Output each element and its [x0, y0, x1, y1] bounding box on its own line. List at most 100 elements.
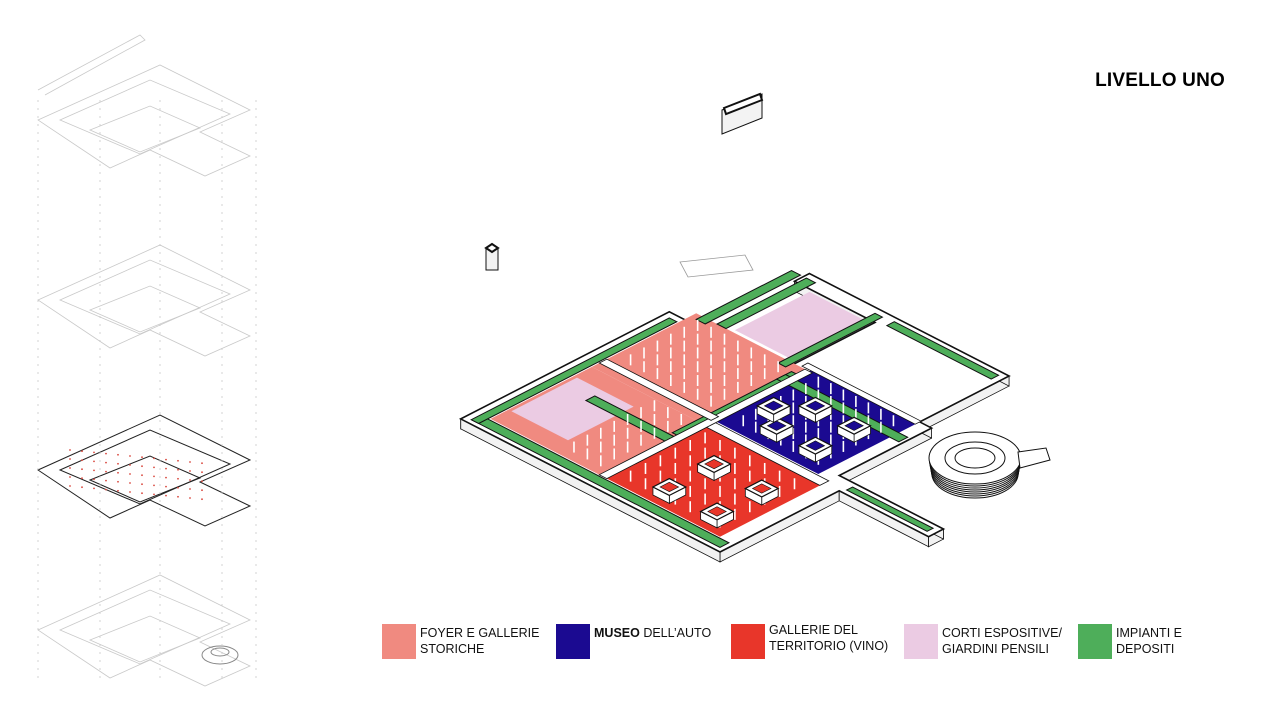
display-box-gallerie — [659, 481, 680, 493]
legend-label-gallerie: GALLERIE DEL — [769, 623, 858, 637]
exploded-column-dot — [177, 486, 179, 489]
legend-item-impianti: IMPIANTI E DEPOSITI — [1078, 624, 1182, 659]
exploded-column-dot — [105, 470, 107, 473]
exploded-column-dot — [81, 459, 83, 462]
level-one-axonometric-plan — [458, 92, 1051, 563]
exploded-column-dot — [129, 482, 131, 484]
zone-corte-est — [734, 291, 866, 360]
legend-item-museo: MUSEO DELL’AUTO — [556, 624, 711, 659]
legend-label-gallerie-line2: TERRITORIO (VINO) — [769, 639, 889, 653]
exploded-column-dot — [105, 461, 107, 464]
spiral-ramp — [928, 431, 1051, 499]
exploded-column-dot — [165, 458, 167, 461]
display-box-gallerie — [704, 458, 724, 470]
exploded-canopy — [37, 34, 146, 96]
legend-label-impianti: IMPIANTI E — [1116, 626, 1182, 640]
spiral-core — [954, 447, 996, 469]
exploded-column-dot — [141, 465, 143, 468]
exploded-level-roof — [37, 64, 251, 177]
exploded-column-dot — [201, 480, 203, 483]
exploded-column-dot — [201, 498, 203, 501]
exploded-column-dot — [117, 489, 119, 492]
display-box-museo — [844, 420, 864, 431]
exploded-column-dot — [69, 476, 71, 478]
exploded-spiral — [210, 647, 230, 657]
legend-label-corti-line2: GIARDINI PENSILI — [942, 642, 1049, 656]
exploded-column-dot — [153, 493, 155, 496]
legend-swatch-gallerie — [731, 624, 765, 659]
exploded-column-dot — [153, 466, 155, 469]
exploded-column-dot — [177, 477, 179, 480]
exploded-column-dot — [81, 468, 83, 471]
floating-plate — [679, 254, 754, 278]
exploded-column-dot — [81, 486, 83, 489]
exploded-column-dot — [177, 468, 179, 471]
exploded-column-dot — [93, 487, 95, 490]
exploded-level-one — [36, 414, 252, 527]
exploded-column-dot — [129, 464, 131, 466]
legend-label-foyer-line2: STORICHE — [420, 642, 485, 656]
display-box-gallerie — [707, 506, 727, 517]
inner-wall — [598, 358, 720, 421]
legend-swatch-museo — [556, 624, 590, 659]
legend-label-corti: CORTI ESPOSITIVE/ — [942, 626, 1062, 640]
legend-item-foyer: FOYER E GALLERIE STORICHE — [382, 624, 539, 659]
exploded-court — [88, 285, 202, 333]
impianti-strip — [845, 486, 935, 532]
exploded-column-dot — [81, 477, 83, 480]
exploded-column-dot — [93, 469, 95, 472]
zone-gallerie-vino — [603, 425, 822, 537]
impianti-strip — [470, 317, 678, 425]
exploded-column-dot — [153, 484, 155, 487]
exploded-column-dot — [141, 456, 143, 459]
impianti-strip — [885, 321, 1000, 380]
exploded-column-dot — [165, 494, 167, 497]
exploded-column-dot — [117, 453, 119, 456]
exploded-slab — [36, 414, 252, 527]
legend-label-foyer: FOYER E GALLERIE — [420, 626, 540, 640]
exploded-column-dot — [129, 455, 131, 457]
exploded-column-dot — [141, 474, 143, 477]
exploded-spiral — [201, 645, 239, 665]
exploded-column-dot — [201, 462, 203, 465]
exploded-column-dot — [117, 471, 119, 474]
exploded-column-dot — [189, 470, 191, 472]
exploded-column-dot — [189, 461, 191, 463]
display-box-museo — [805, 400, 826, 411]
exploded-court — [88, 455, 202, 503]
level-title: LIVELLO UNO — [1095, 70, 1225, 91]
exploded-inner — [58, 589, 232, 665]
exploded-column-dot — [117, 462, 119, 465]
exploded-column-dot — [153, 457, 155, 460]
exploded-column-dot — [201, 489, 203, 492]
exploded-column-dot — [189, 497, 191, 499]
exploded-slab — [37, 64, 251, 177]
spiral-arm — [1017, 447, 1051, 469]
exploded-axonometric-stack — [36, 34, 257, 687]
impianti-strip — [777, 312, 884, 368]
impianti-strip — [715, 277, 817, 330]
exploded-column-dot — [105, 452, 107, 455]
stair-core-top — [484, 242, 500, 254]
exploded-column-dot — [141, 483, 143, 486]
exploded-column-dot — [165, 476, 167, 479]
exploded-column-dot — [177, 495, 179, 498]
exploded-column-dot — [129, 491, 131, 493]
exploded-column-dot — [153, 475, 155, 478]
legend-label-impianti-line2: DEPOSITI — [1116, 642, 1175, 656]
display-box-gallerie — [751, 483, 772, 494]
exploded-column-dot — [117, 480, 119, 483]
legend-swatch-impianti — [1078, 624, 1112, 659]
display-box-museo — [805, 440, 826, 451]
exploded-column-dot — [93, 460, 95, 463]
exploded-column-dot — [165, 485, 167, 488]
exploded-column-dot — [189, 479, 191, 481]
exploded-column-dot — [69, 449, 71, 451]
legend-item-gallerie: GALLERIE DEL TERRITORIO (VINO) — [731, 623, 889, 659]
exploded-column-dot — [141, 492, 143, 495]
legend-swatch-foyer — [382, 624, 416, 659]
impianti-strip — [695, 269, 802, 325]
inner-wall — [801, 362, 922, 425]
zone-corte-ovest — [511, 377, 634, 441]
